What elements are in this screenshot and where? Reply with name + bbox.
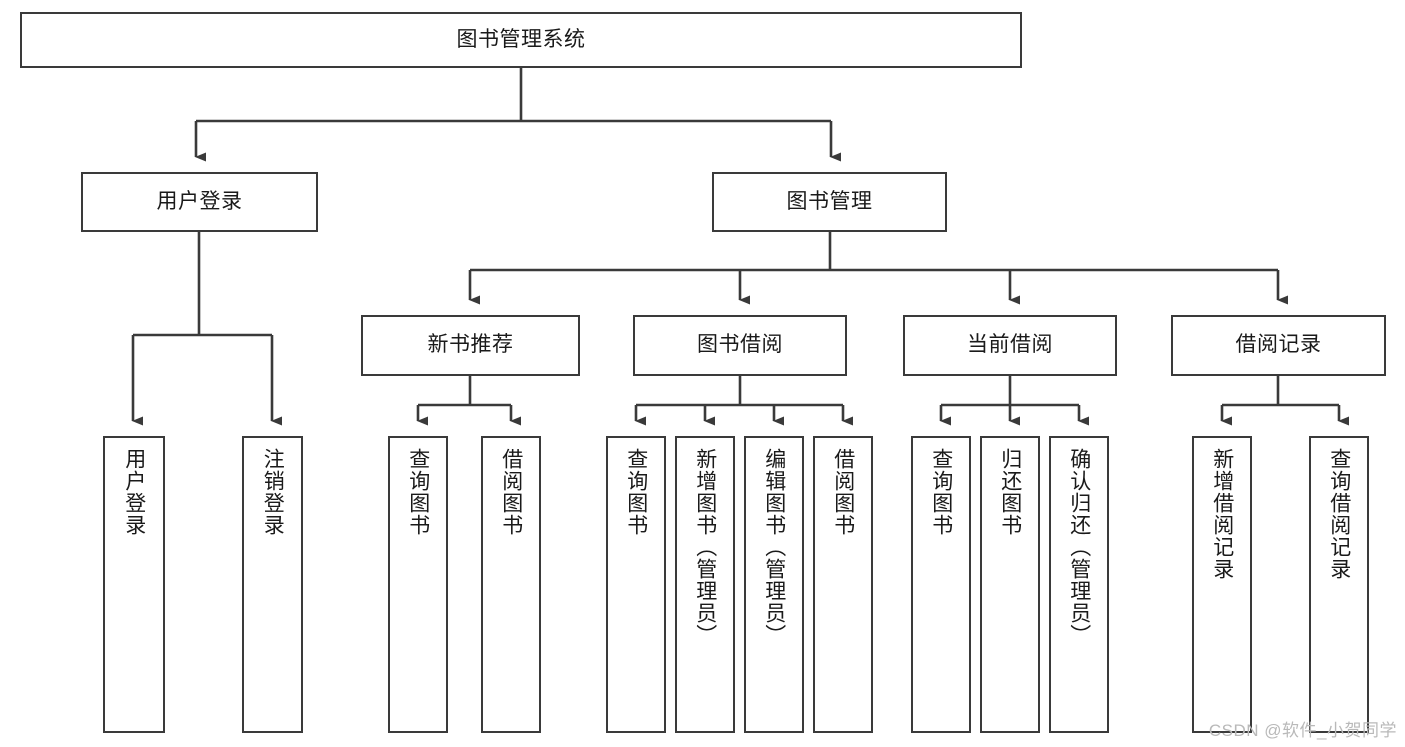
leaf-borrow-book[interactable]: 借阅图书 — [813, 436, 873, 733]
node-label: 图书借阅 — [697, 333, 783, 357]
node-label: 借阅记录 — [1235, 333, 1322, 357]
node-label: 查询图书 — [624, 448, 648, 536]
node-new-book-recommend[interactable]: 新书推荐 — [361, 315, 580, 376]
node-label: 图书管理系统 — [456, 27, 586, 51]
node-label: 当前借阅 — [967, 333, 1053, 357]
csdn-watermark: CSDN @软件_小贺同学 — [1208, 721, 1397, 740]
node-label: 新书推荐 — [427, 333, 514, 357]
leaf-query-book-recommend[interactable]: 查询图书 — [388, 436, 448, 733]
node-label: 用户登录 — [122, 448, 146, 536]
node-label: 图书管理 — [786, 189, 873, 213]
node-borrow-record[interactable]: 借阅记录 — [1171, 315, 1386, 376]
leaf-add-borrow-record[interactable]: 新增借阅记录 — [1192, 436, 1252, 733]
leaf-borrow-book-recommend[interactable]: 借阅图书 — [481, 436, 541, 733]
leaf-user-logout[interactable]: 注销登录 — [242, 436, 303, 733]
node-label: 新增图书（管理员） — [693, 448, 717, 646]
node-label: 查询借阅记录 — [1327, 448, 1351, 580]
node-label: 新增借阅记录 — [1210, 448, 1234, 580]
leaf-confirm-return-admin[interactable]: 确认归还（管理员） — [1049, 436, 1109, 733]
node-label: 编辑图书（管理员） — [762, 448, 786, 646]
node-label: 借阅图书 — [499, 448, 523, 536]
leaf-return-book[interactable]: 归还图书 — [980, 436, 1040, 733]
node-book-management[interactable]: 图书管理 — [712, 172, 947, 232]
node-label: 借阅图书 — [831, 448, 855, 536]
node-label: 确认归还（管理员） — [1067, 448, 1091, 646]
leaf-query-book-borrow[interactable]: 查询图书 — [606, 436, 666, 733]
node-label: 查询图书 — [929, 448, 953, 536]
leaf-user-login[interactable]: 用户登录 — [103, 436, 165, 733]
leaf-edit-book-admin[interactable]: 编辑图书（管理员） — [744, 436, 804, 733]
node-label: 用户登录 — [156, 189, 243, 213]
node-label: 查询图书 — [406, 448, 430, 536]
node-book-borrow[interactable]: 图书借阅 — [633, 315, 847, 376]
node-label: 注销登录 — [261, 448, 285, 536]
node-root-book-management-system[interactable]: 图书管理系统 — [20, 12, 1022, 68]
node-label: 归还图书 — [998, 448, 1022, 536]
node-current-borrow[interactable]: 当前借阅 — [903, 315, 1117, 376]
leaf-add-book-admin[interactable]: 新增图书（管理员） — [675, 436, 735, 733]
leaf-query-book-current[interactable]: 查询图书 — [911, 436, 971, 733]
leaf-query-borrow-record[interactable]: 查询借阅记录 — [1309, 436, 1369, 733]
node-user-login[interactable]: 用户登录 — [81, 172, 318, 232]
